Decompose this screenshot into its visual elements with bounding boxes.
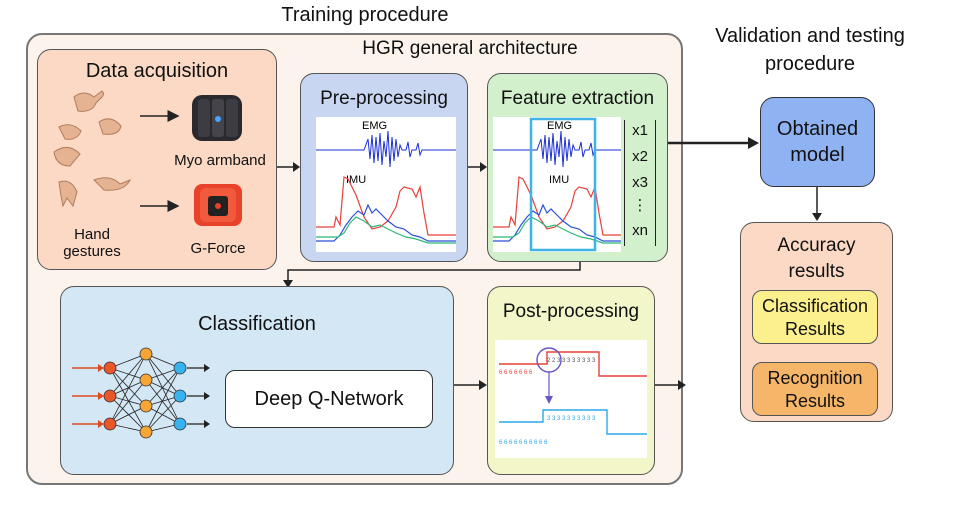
classification-results-label: Classification Results bbox=[761, 296, 869, 339]
arrow-classification-to-post bbox=[454, 380, 487, 390]
gforce-label: G-Force bbox=[190, 240, 246, 257]
feature-x2: x2 bbox=[632, 148, 648, 165]
neural-network-icon bbox=[72, 347, 210, 439]
feature-ellipsis: ⋮ bbox=[632, 197, 648, 214]
myo-armband-icon bbox=[192, 95, 242, 141]
feature-signals: EMG IMU bbox=[493, 117, 621, 252]
validation-title: Validation and testing procedure bbox=[715, 25, 905, 75]
feature-emg-label: EMG bbox=[547, 120, 572, 132]
obtained-model-box: Obtained model bbox=[760, 97, 875, 187]
arrow-model-to-accuracy bbox=[812, 187, 822, 221]
deep-q-network-box: Deep Q-Network bbox=[225, 370, 433, 428]
feature-imu-label: IMU bbox=[549, 174, 569, 186]
post-top-left-values: 6 6 6 6 6 6 6 bbox=[499, 370, 533, 376]
arrow-post-to-results bbox=[655, 380, 686, 390]
training-title: Training procedure bbox=[281, 4, 449, 26]
hand-gestures-label: Hand gestures bbox=[63, 226, 121, 260]
post-bottom-values: 6 6 6 6 6 6 6 6 6 6 bbox=[499, 440, 548, 446]
data-acquisition-title: Data acquisition bbox=[85, 60, 229, 82]
feature-xn: xn bbox=[632, 222, 648, 239]
feature-x1: x1 bbox=[632, 122, 648, 139]
preproc-emg-label: EMG bbox=[362, 120, 387, 132]
arrow-acq-to-pre bbox=[277, 162, 300, 172]
arrow-feature-to-classification bbox=[283, 262, 581, 288]
recognition-results-label: Recognition Results bbox=[767, 368, 863, 411]
classification-title: Classification bbox=[198, 313, 316, 335]
post-mid-values: 3 3 3 3 3 3 3 3 3 3 bbox=[547, 416, 596, 422]
hand-gestures-icon bbox=[53, 90, 132, 208]
arrow-pre-to-feature bbox=[468, 162, 487, 172]
deep-q-network-label: Deep Q-Network bbox=[254, 388, 404, 410]
data-acquisition-box: Data acquisition bbox=[37, 49, 277, 270]
feature-extraction-title: Feature extraction bbox=[500, 88, 655, 109]
post-top-values: 2 2 3 3 3 3 3 3 3 3 bbox=[547, 358, 596, 364]
recognition-results-box: Recognition Results bbox=[752, 362, 878, 416]
obtained-model-label: Obtained model bbox=[776, 118, 859, 166]
preprocessing-title: Pre-processing bbox=[320, 88, 448, 109]
accuracy-results-title: Accuracy results bbox=[777, 235, 856, 282]
classification-results-box: Classification Results bbox=[752, 290, 878, 344]
preproc-imu-label: IMU bbox=[346, 174, 366, 186]
postprocessing-signals: 6 6 6 6 6 6 6 2 2 3 3 3 3 3 3 3 3 3 3 3 … bbox=[495, 340, 647, 458]
acquisition-arrows bbox=[140, 110, 180, 212]
postprocessing-title: Post-processing bbox=[502, 301, 640, 322]
myo-armband-label: Myo armband bbox=[174, 152, 266, 169]
arrow-to-model bbox=[668, 137, 759, 149]
feature-vector: x1 x2 x3 ⋮ xn bbox=[624, 120, 656, 246]
preprocessing-signals: EMG IMU bbox=[316, 117, 456, 252]
feature-x3: x3 bbox=[632, 174, 648, 191]
gforce-armband-icon bbox=[194, 184, 242, 226]
hgr-title: HGR general architecture bbox=[362, 38, 578, 59]
